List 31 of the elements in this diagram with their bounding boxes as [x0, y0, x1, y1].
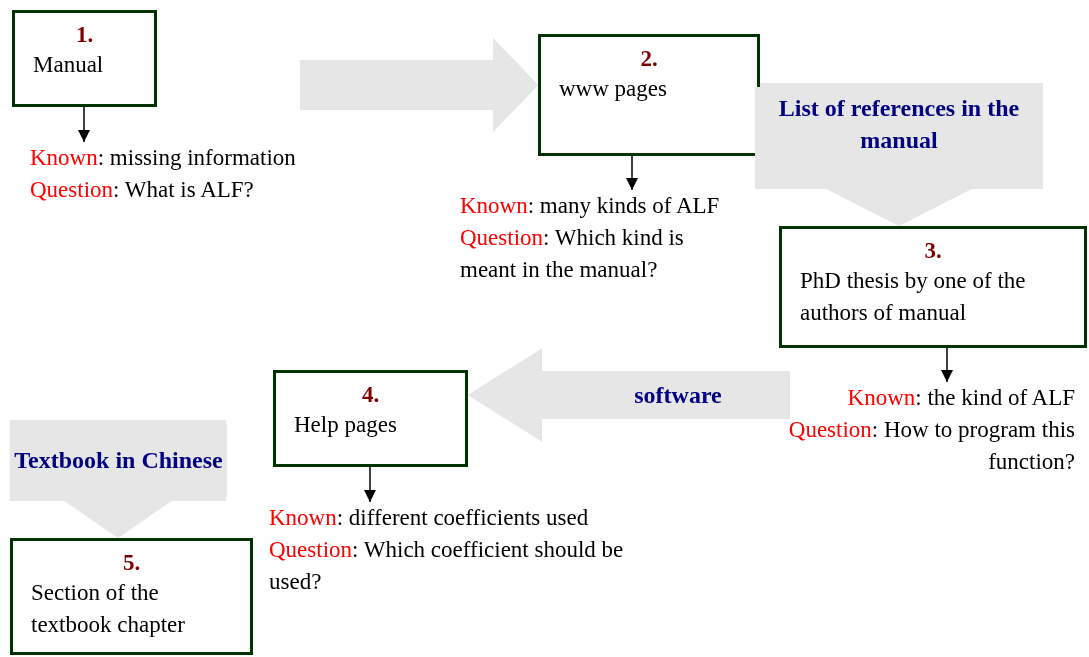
step-number: 1. [74, 21, 95, 49]
note-text: Known: many kinds of ALF [460, 192, 721, 220]
block-arrow [468, 348, 790, 442]
note-text: Question: How to program this function? [787, 416, 1075, 476]
block-arrow [9, 420, 227, 538]
step-label: www pages [558, 75, 668, 103]
process-box [10, 538, 253, 655]
arrow [941, 347, 953, 383]
step-number: 2. [639, 45, 659, 73]
process-box [779, 226, 1087, 348]
note-text: Known: missing information [30, 144, 297, 172]
step-label: Help pages [293, 411, 398, 439]
note-text: Known: different coefficients used [269, 504, 590, 532]
step-label: Section of the textbook chapter [30, 579, 186, 639]
arrow [78, 106, 90, 143]
block-arrow [755, 83, 1043, 226]
step-number: 5. [121, 549, 142, 577]
arrow [364, 466, 376, 503]
step-number: 4. [360, 381, 381, 409]
step-label: PhD thesis by one of the authors of manual [799, 267, 1027, 327]
arrow [626, 155, 638, 191]
block-arrow [300, 37, 538, 133]
note-text: Question: Which kind is meant in the manual? [460, 224, 685, 284]
note-text: Question: Which coefficient should be used? [269, 536, 625, 596]
note-text: Known: the kind of ALF [846, 384, 1075, 412]
process-box [12, 10, 157, 107]
step-label: Manual [32, 51, 105, 79]
note-text: Question: What is ALF? [30, 176, 255, 204]
step-number: 3. [923, 237, 943, 265]
process-box [273, 370, 468, 467]
process-box [538, 34, 760, 156]
